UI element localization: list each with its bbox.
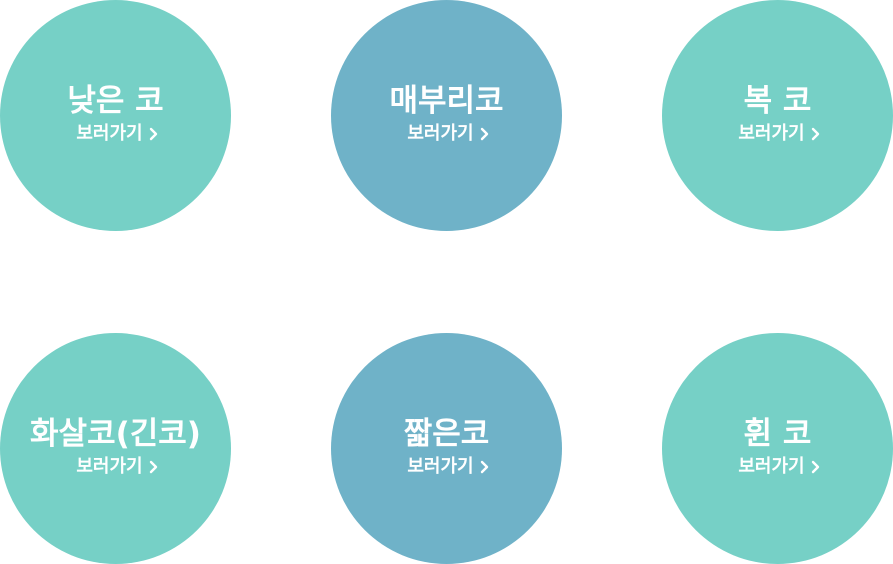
- nose-type-title: 화살코(긴코): [30, 415, 201, 452]
- nose-type-title: 낮은 코: [67, 82, 164, 119]
- view-more-link: 보러가기: [738, 456, 820, 478]
- chevron-right-icon: [480, 460, 490, 474]
- view-more-link: 보러가기: [738, 123, 820, 145]
- view-more-label: 보러가기: [738, 122, 805, 144]
- chevron-right-icon: [480, 127, 490, 141]
- view-more-link: 보러가기: [76, 123, 158, 145]
- nose-type-title: 매부리코: [389, 82, 504, 119]
- nose-type-title: 짧은코: [403, 415, 490, 452]
- nose-type-low-button[interactable]: 낮은 코 보러가기: [0, 0, 231, 231]
- view-more-link: 보러가기: [407, 123, 489, 145]
- view-more-label: 보러가기: [738, 455, 805, 477]
- view-more-link: 보러가기: [407, 456, 489, 478]
- chevron-right-icon: [811, 127, 821, 141]
- chevron-right-icon: [811, 460, 821, 474]
- nose-type-crooked-button[interactable]: 휜 코 보러가기: [662, 333, 893, 564]
- view-more-label: 보러가기: [407, 122, 474, 144]
- chevron-right-icon: [149, 460, 159, 474]
- view-more-label: 보러가기: [76, 455, 143, 477]
- nose-type-short-button[interactable]: 짧은코 보러가기: [331, 333, 562, 564]
- nose-type-title: 복 코: [743, 82, 812, 119]
- view-more-label: 보러가기: [407, 455, 474, 477]
- nose-type-long-button[interactable]: 화살코(긴코) 보러가기: [0, 333, 231, 564]
- view-more-label: 보러가기: [76, 122, 143, 144]
- nose-type-title: 휜 코: [743, 415, 812, 452]
- view-more-link: 보러가기: [76, 456, 158, 478]
- nose-type-hooked-button[interactable]: 매부리코 보러가기: [331, 0, 562, 231]
- nose-type-bulbous-button[interactable]: 복 코 보러가기: [662, 0, 893, 231]
- chevron-right-icon: [149, 127, 159, 141]
